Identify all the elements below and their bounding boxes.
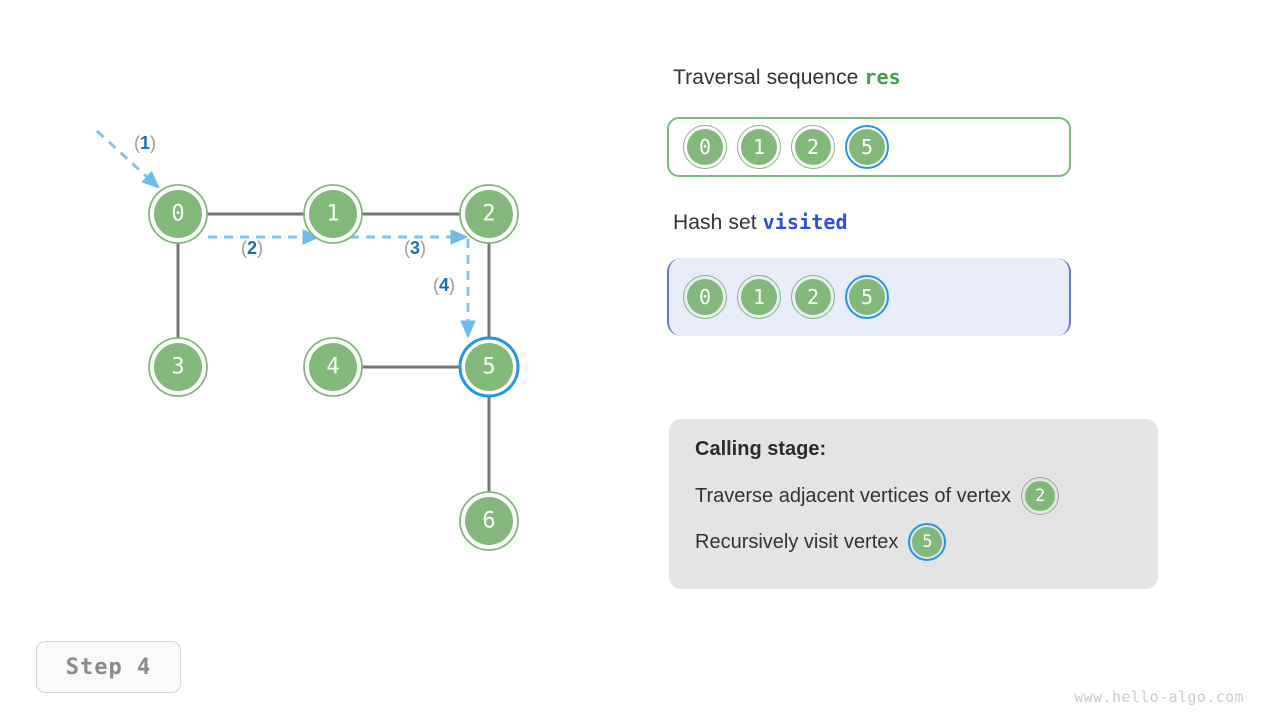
badge-ring [737,125,781,169]
visited-item-1: 1 [737,275,781,319]
visited-item-5: 5 [845,275,889,319]
badge-ring [845,125,889,169]
vertex-label: 5 [482,355,495,380]
traversal-step-label-4: (4) [433,275,455,295]
badge-ring [791,275,835,319]
badge-ring [683,125,727,169]
vertex-disc [465,343,513,391]
badge-value: 1 [741,279,777,315]
graph-vertex-2: 2 [459,184,519,244]
calling-stage-panel: Calling stage: Traverse adjacent vertice… [669,419,1158,589]
vertex-disc [154,190,202,238]
graph-vertex-1: 1 [303,184,363,244]
traversal-step-label-3: (3) [404,238,426,258]
graph-vertex-5: 5 [458,336,520,398]
badge-ring [1021,477,1060,515]
badge-ring [791,125,835,169]
traversal-step-label-2: (2) [241,238,263,258]
badge-value: 0 [687,279,723,315]
calling-stage-line-2: Recursively visit vertex 5 [695,523,1134,561]
step-indicator-label: Step 4 [65,654,152,680]
badge-value: 2 [1025,481,1056,511]
visited-item-2: 2 [791,275,835,319]
res-item-5: 5 [845,125,889,169]
graph-vertex-layer: 0 1 2 3 4 5 6 [148,184,520,551]
badge-value: 5 [849,129,885,165]
traversal-step-label-1: (1) [134,133,156,153]
graph-vertex-4: 4 [303,337,363,397]
badge-ring [683,275,727,319]
graph-panel: 0 1 2 3 4 5 6 (1) (2) (3) (4) [0,0,640,620]
visited-label-prefix: Hash set [673,211,757,234]
badge-value: 5 [912,527,943,557]
graph-svg: 0 1 2 3 4 5 6 (1) (2) (3) (4) [95,129,520,551]
res-section-label: Traversal sequence res [673,65,901,90]
calling-stage-line-text: Traverse adjacent vertices of vertex [695,484,1012,507]
calling-stage-line-text: Recursively visit vertex [695,530,899,553]
visited-section-label: Hash set visited [673,210,848,235]
badge-ring [737,275,781,319]
res-variable-token: res [864,65,901,89]
vertex-disc [465,190,513,238]
res-item-1: 1 [737,125,781,169]
vertex-disc [309,343,357,391]
badge-value: 2 [795,279,831,315]
calling-stage-vertex-badge-5: 5 [908,523,947,561]
vertex-label: 6 [482,509,495,534]
vertex-label: 4 [326,355,339,380]
traversal-arrow-layer [95,129,476,339]
step-indicator: Step 4 [36,641,181,693]
traversal-arrow-1 [95,129,160,189]
res-item-0: 0 [683,125,727,169]
vertex-label: 3 [171,355,184,380]
visited-variable-token: visited [762,210,848,234]
traversal-label-layer: (1) (2) (3) (4) [134,133,455,295]
badge-ring [845,275,889,319]
vertex-label: 2 [482,202,495,227]
calling-stage-vertex-badge-2: 2 [1021,477,1060,515]
vertex-disc [309,190,357,238]
graph-vertex-6: 6 [459,491,519,551]
vertex-disc [154,343,202,391]
vertex-disc [465,497,513,545]
graph-vertex-3: 3 [148,337,208,397]
graph-vertex-0: 0 [148,184,208,244]
site-watermark: www.hello-algo.com [1074,688,1244,706]
res-item-2: 2 [791,125,835,169]
badge-ring [908,523,947,561]
badge-value: 5 [849,279,885,315]
calling-stage-title: Calling stage: [695,438,827,460]
badge-value: 1 [741,129,777,165]
badge-value: 0 [687,129,723,165]
badge-value: 2 [795,129,831,165]
visited-item-0: 0 [683,275,727,319]
vertex-label: 1 [326,202,339,227]
calling-stage-line-1: Traverse adjacent vertices of vertex 2 [695,477,1134,515]
vertex-label: 0 [171,202,184,227]
res-label-prefix: Traversal sequence [673,66,859,89]
